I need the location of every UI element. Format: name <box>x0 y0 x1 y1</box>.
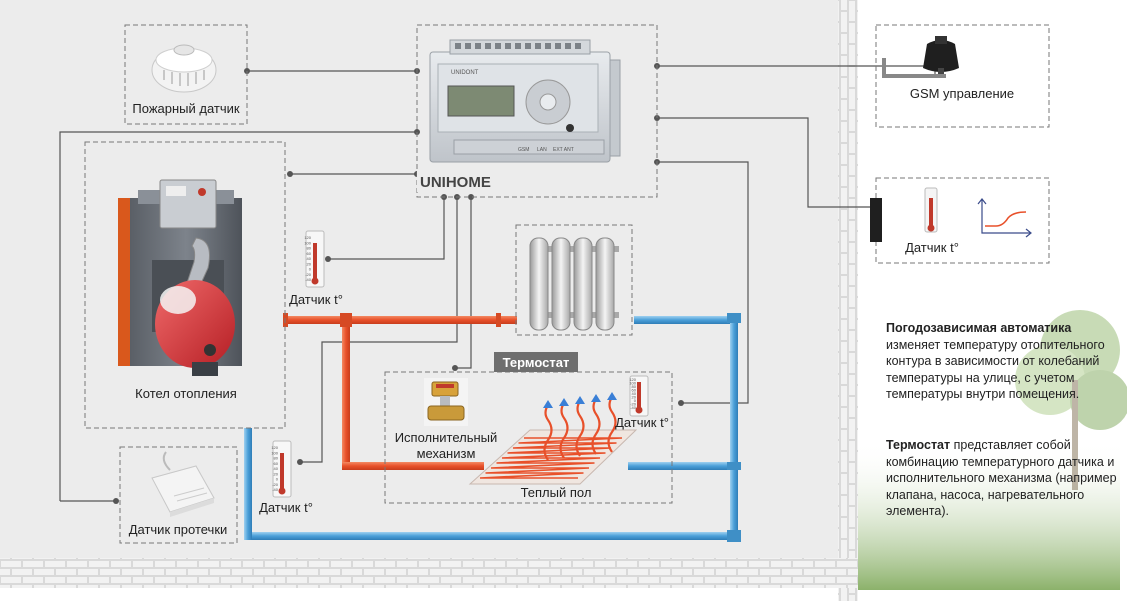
heat-arrow-head <box>575 396 585 404</box>
heat-arrow-head <box>543 400 553 408</box>
thermometer-tick-label: -20 <box>630 402 637 407</box>
thermometer-tick-label: 60 <box>274 461 279 466</box>
floor-label: Теплый пол <box>521 485 592 500</box>
boiler-icon <box>118 179 242 376</box>
radiator-icon <box>529 237 619 331</box>
heat-arrow-head <box>559 398 569 406</box>
warm-floor-icon <box>468 429 638 485</box>
heat-rising-arrows-icon <box>543 392 617 461</box>
floor-heating-coil <box>479 437 623 479</box>
fire-sensor-label: Пожарный датчик <box>132 101 239 116</box>
heat-arrow-head <box>607 392 617 400</box>
device-port-ant: EXT ANT <box>553 147 574 153</box>
thermometer-tick-label: 0 <box>276 477 279 482</box>
thermometer-tick-label: 0 <box>634 398 637 403</box>
thermometer-tick-label: 20 <box>307 261 312 266</box>
thermometer-tick-label: -40 <box>630 405 637 410</box>
thermometer-tick-label: 20 <box>274 471 279 476</box>
thermometer-tick-label: 100 <box>304 240 311 245</box>
heat-wave <box>607 396 617 453</box>
floor-wall <box>0 558 858 588</box>
heat-wave <box>543 404 553 461</box>
gsm-label: GSM управление <box>910 86 1014 101</box>
outer-wall <box>838 0 858 601</box>
tree <box>1015 310 1127 490</box>
heat-wave <box>591 398 601 455</box>
signal-wires <box>59 65 936 502</box>
thermostat-tag <box>494 352 578 372</box>
thermostat-tag-label: Термостат <box>503 355 570 370</box>
actuator-label-1: Исполнительный <box>395 430 498 445</box>
thermometer-tick-label: 100 <box>629 381 636 386</box>
weather-automation-note: Погодозависимая автоматика изменяет темп… <box>886 320 1118 403</box>
thermometer-tick-label: -20 <box>272 482 279 487</box>
device-brand: UNIDONT <box>451 70 479 76</box>
actuator-label-2: механизм <box>417 446 476 461</box>
boiler-label: Котел отопления <box>135 386 237 401</box>
thermometer-tick-label: -20 <box>305 272 312 277</box>
thermometer-tick-label: 40 <box>274 466 279 471</box>
thermometer-tick-label: 120 <box>271 445 278 450</box>
boiler-sensor-label: Датчик t° <box>289 292 343 307</box>
thermometer-tick-label: 80 <box>274 456 279 461</box>
room-thermometer-icon <box>629 375 649 417</box>
cold-pipes <box>244 313 741 542</box>
device-port-gsm: GSM <box>518 147 529 153</box>
boiler-thermometer-icon <box>305 230 325 288</box>
device-port-lan: LAN <box>537 147 547 153</box>
thermometer-tick-label: -40 <box>272 487 279 492</box>
thermometer-tick-label: 60 <box>632 388 637 393</box>
thermometer-tick-label: 120 <box>304 235 311 240</box>
thermometer-tick-label: 80 <box>632 384 637 389</box>
thermometer-tick-label: -40 <box>305 277 312 282</box>
leak-sensor-icon <box>151 451 215 517</box>
thermometer-tick-label: 120 <box>629 377 636 382</box>
thermometer-tick-label: 40 <box>307 256 312 261</box>
solenoid-valve-icon <box>424 378 468 426</box>
heat-arrow-head <box>591 394 601 402</box>
smoke-detector-icon <box>151 44 217 93</box>
thermostat-note-body: представляет собой комбинацию температур… <box>886 438 1117 518</box>
controller-label-bg <box>417 170 507 192</box>
thermometer-tick-label: 20 <box>632 395 637 400</box>
weather-note-title: Погодозависимая автоматика <box>886 321 1072 335</box>
controller-device <box>429 39 621 163</box>
component-frames <box>84 24 1050 544</box>
heat-wave <box>575 400 585 457</box>
gsm-antenna-icon <box>882 36 959 78</box>
thermometer-tick-label: 0 <box>309 267 312 272</box>
controller-label: UNIHOME <box>420 174 491 191</box>
thermometer-tick-label: 60 <box>307 251 312 256</box>
leak-temp-sensor-label: Датчик t° <box>259 500 313 515</box>
outdoor-temp-graph-icon <box>977 198 1032 238</box>
thermometer-tick-label: 100 <box>271 450 278 455</box>
weather-note-body: изменяет температуру отопительного конту… <box>886 337 1105 402</box>
thermometer-tick-label: 80 <box>307 246 312 251</box>
thermostat-note: Термостат представляет собой комбинацию … <box>886 437 1118 520</box>
outdoor-sensor-mount <box>870 198 882 242</box>
leak-sensor-label: Датчик протечки <box>129 522 228 537</box>
thermostat-note-title: Термостат <box>886 438 951 452</box>
leak-area-thermometer-icon <box>272 440 292 498</box>
heat-wave <box>559 402 569 459</box>
thermometer-tick-label: 40 <box>632 391 637 396</box>
outdoor-sensor-label: Датчик t° <box>905 240 959 255</box>
room-sensor-label: Датчик t° <box>615 415 669 430</box>
outdoor-thermometer-icon <box>924 187 938 233</box>
